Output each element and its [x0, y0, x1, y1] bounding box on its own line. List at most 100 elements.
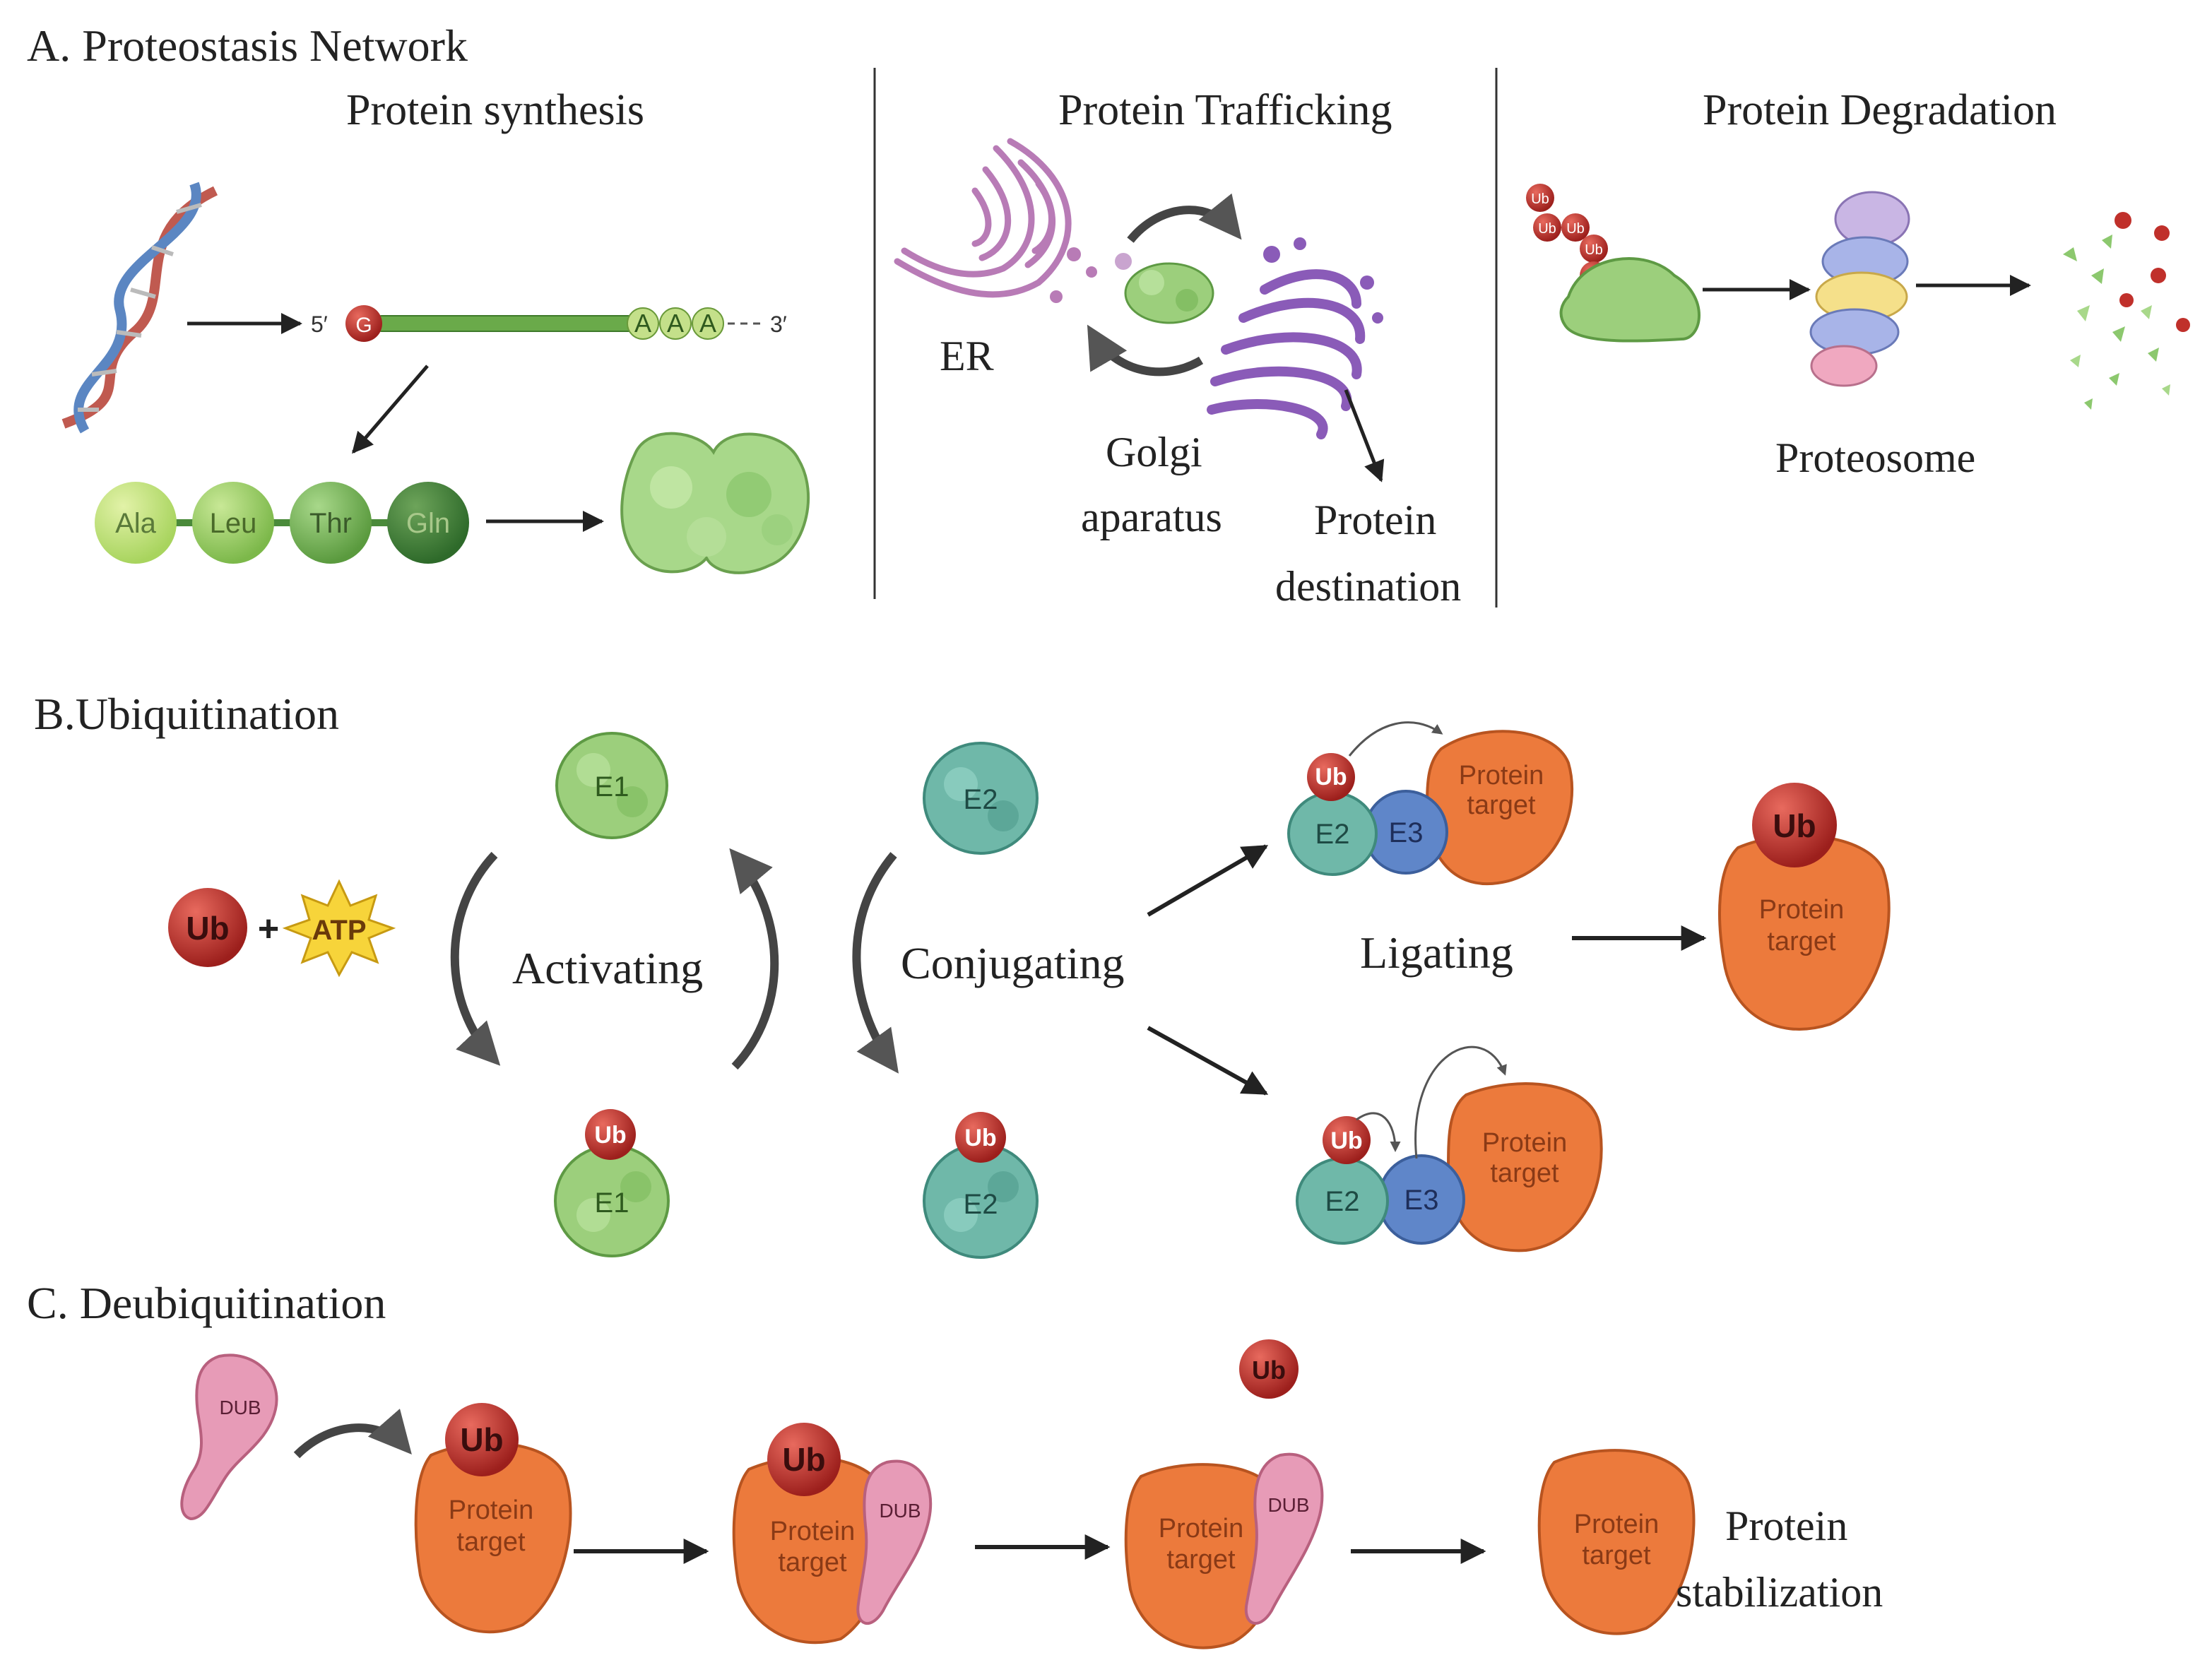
- section-a-title: A. Proteostasis Network: [27, 20, 468, 71]
- lower-e2-label: E2: [1325, 1186, 1360, 1217]
- step1-target-label-2: target: [456, 1527, 526, 1557]
- er-label: ER: [940, 333, 994, 379]
- upper-target-label-2: target: [1467, 790, 1536, 820]
- activating-arrow-down: [450, 851, 501, 1066]
- step2-ub-label: Ub: [782, 1441, 825, 1478]
- dub-enzyme: DUB: [180, 1353, 278, 1521]
- step1-ub-label: Ub: [460, 1421, 503, 1458]
- atp-starburst-icon: [282, 879, 396, 978]
- atp-label: ATP: [312, 915, 366, 946]
- step3-ub-removed: Protein target DUB: [1124, 1452, 1324, 1649]
- dna-helix-icon: [61, 182, 218, 434]
- stabilization-label-line2: stabilization: [1676, 1569, 1883, 1616]
- lower-ligase-complex: Protein target E3 E2 Ub: [1296, 1045, 1603, 1252]
- step1-ub-target: Protein target Ub: [414, 1403, 572, 1634]
- lower-target-label-2: target: [1490, 1159, 1559, 1188]
- lower-protein-target-icon: [1446, 1082, 1603, 1252]
- mrna-strand: 5′ G A A A 3′: [311, 305, 787, 342]
- upper-e3-label: E3: [1389, 817, 1424, 848]
- peptide-fragments-icon: [2063, 212, 2190, 410]
- upper-target-label-1: Protein: [1459, 761, 1544, 790]
- amino-acid-ala: [95, 482, 177, 564]
- step3-protein-target-icon: [1124, 1463, 1286, 1649]
- released-ub-label: Ub: [1252, 1356, 1286, 1385]
- ub-chain-3: Ub: [1566, 221, 1585, 237]
- final-ub-icon: [1752, 783, 1837, 867]
- step3-dub-icon: [1244, 1452, 1324, 1625]
- e2-ub-complex: E2 Ub: [923, 1112, 1039, 1259]
- step2-dub-label: DUB: [879, 1500, 921, 1522]
- amino-acid-gln: [387, 482, 469, 564]
- poly-a-2: A: [667, 309, 684, 338]
- step2-protein-target-icon: [732, 1456, 890, 1645]
- final-ub-label: Ub: [1773, 807, 1816, 844]
- protein-trafficking-panel: Protein Trafficking ER: [894, 86, 1461, 610]
- mrna-3prime: 3′: [770, 312, 787, 337]
- step1-target-label-1: Protein: [449, 1495, 533, 1525]
- released-ub: Ub: [1239, 1339, 1299, 1399]
- trafficking-heading: Protein Trafficking: [1058, 86, 1392, 134]
- golgi-icon: [1207, 237, 1383, 439]
- mrna-cap-icon: [345, 305, 382, 342]
- poly-a-3: A: [699, 309, 716, 338]
- e2-ub-ub-label: Ub: [964, 1125, 996, 1151]
- e1-enzyme: E1: [555, 732, 668, 839]
- ub-chain-4: Ub: [1585, 242, 1603, 258]
- step4-target-label-2: target: [1582, 1541, 1651, 1570]
- ub-tagged-protein-icon: [1559, 257, 1701, 343]
- e2-ub-label: E2: [964, 1189, 998, 1220]
- arrow-mrna-to-peptide: [352, 365, 429, 454]
- step3-target-label-2: target: [1166, 1545, 1236, 1575]
- lower-transfer-arrow-1: [1356, 1112, 1401, 1152]
- ligating-label: Ligating: [1360, 928, 1513, 978]
- dub-label: DUB: [219, 1397, 261, 1418]
- arrow-to-destination: [1344, 389, 1385, 482]
- activating-arrow-up: [729, 848, 779, 1070]
- proteasome-label: Proteosome: [1775, 434, 1975, 481]
- arrow-er-to-golgi: [1127, 193, 1242, 243]
- ubiquitinated-target: Protein target Ub: [1718, 783, 1891, 1031]
- step4-stabilized-target: Protein target: [1537, 1449, 1696, 1635]
- conjugating-label: Conjugating: [901, 938, 1124, 988]
- amino-acid-thr-label: Thr: [309, 508, 352, 539]
- e1-ub-label: E1: [595, 1187, 629, 1219]
- step4-target-label-1: Protein: [1574, 1510, 1659, 1539]
- section-b-title: B.Ubiquitination: [34, 689, 339, 739]
- proteasome-icon: [1809, 191, 1910, 387]
- amino-acid-leu: [192, 482, 274, 564]
- e1-ub-ub-label: Ub: [594, 1122, 626, 1149]
- ub-chain-1: Ub: [1531, 191, 1549, 207]
- amino-acid-gln-label: Gln: [406, 508, 450, 539]
- final-target-label-2: target: [1767, 927, 1836, 956]
- step2-dub-icon: [856, 1459, 933, 1625]
- step1-protein-target-icon: [414, 1442, 572, 1634]
- plus-sign: +: [258, 908, 279, 949]
- arrow-to-ring-complex: [1147, 1026, 1269, 1096]
- upper-ligase-complex: Protein target E3 E2 Ub: [1287, 721, 1574, 886]
- lower-target-label-1: Protein: [1482, 1128, 1567, 1158]
- upper-transfer-arrow: [1348, 721, 1443, 757]
- step3-dub-label: DUB: [1267, 1494, 1309, 1516]
- e1-ub-complex: E1 Ub: [554, 1109, 670, 1257]
- step2-target-label-1: Protein: [770, 1517, 855, 1546]
- e2-label: E2: [964, 784, 998, 815]
- final-target-label-1: Protein: [1759, 895, 1844, 925]
- conjugating-arrow: [852, 852, 899, 1074]
- upper-ub-label: Ub: [1315, 764, 1347, 790]
- lower-transfer-arrow-2: [1414, 1045, 1507, 1159]
- folded-protein-icon: [620, 432, 810, 574]
- dub-approach-arrow: [293, 1409, 412, 1459]
- synthesis-heading: Protein synthesis: [346, 86, 644, 134]
- ub-atp-input: Ub + ATP: [168, 879, 396, 978]
- lower-ub-label: Ub: [1330, 1127, 1362, 1154]
- ub-label: Ub: [186, 910, 229, 947]
- arrow-to-hect-complex: [1147, 844, 1269, 917]
- ub-chain-2: Ub: [1538, 221, 1556, 237]
- step2-dub-binding: Protein target Ub DUB: [732, 1423, 933, 1645]
- poly-a-1: A: [634, 309, 651, 338]
- er-icon: [894, 138, 1097, 303]
- stabilization-label-line1: Protein: [1725, 1503, 1847, 1549]
- golgi-label-line1: Golgi: [1106, 429, 1202, 475]
- ub-icon: [168, 888, 247, 967]
